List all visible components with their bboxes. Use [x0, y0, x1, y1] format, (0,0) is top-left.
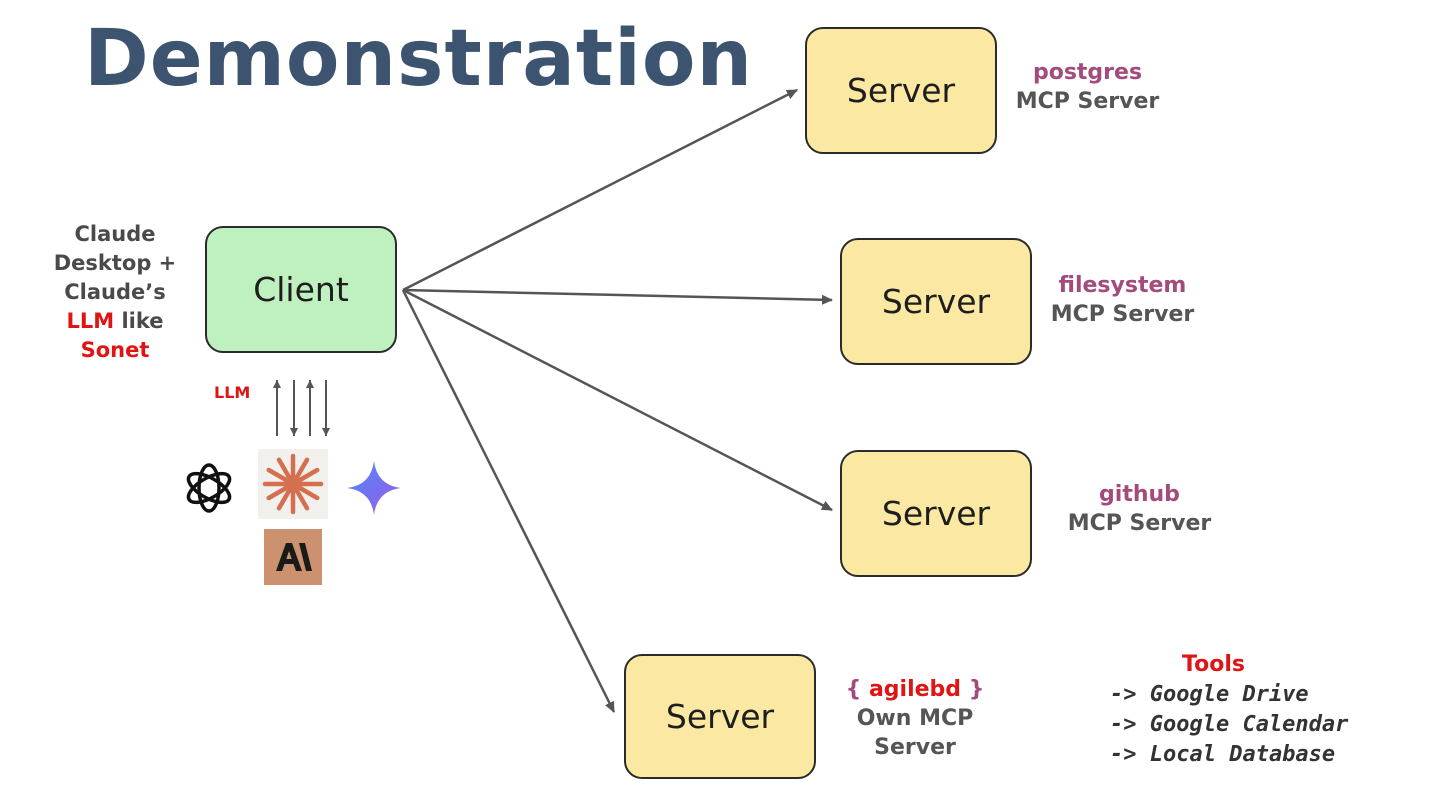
server-name-postgres: postgres	[1032, 60, 1143, 85]
brace-close: }	[961, 677, 985, 702]
brace-open: {	[845, 677, 869, 702]
server-label: Server	[665, 697, 775, 736]
arrow-client-to-agilebd	[401, 289, 616, 713]
anthropic-logo-icon	[276, 543, 312, 571]
postgres-caption: postgres MCP Server	[1005, 58, 1170, 116]
server-type-line2: Server	[874, 735, 956, 760]
server-type: MCP Server	[1015, 89, 1160, 114]
tool-item-google-drive: -> Google Drive	[1110, 682, 1309, 707]
client-desc-like: like	[114, 309, 164, 333]
filesystem-caption: filesystem MCP Server	[1040, 271, 1205, 329]
client-label: Client	[253, 270, 349, 309]
client-desc-line1: Claude	[74, 222, 156, 246]
server-label: Server	[846, 71, 956, 110]
agilebd-name-line: { agilebd }	[840, 675, 990, 704]
server-name-filesystem: filesystem	[1058, 273, 1187, 298]
tool-item-local-database: -> Local Database	[1110, 742, 1336, 767]
anthropic-logo-tile	[264, 529, 322, 585]
client-desc-line5: Sonet	[40, 336, 190, 365]
agilebd-caption: { agilebd } Own MCP Server	[840, 675, 990, 762]
server-box-filesystem: Server	[840, 238, 1032, 365]
server-name-agilebd: agilebd	[868, 677, 962, 702]
client-desc-line2: Desktop +	[53, 251, 177, 275]
llm-tag: LLM	[214, 383, 251, 402]
client-box: Client	[205, 226, 397, 353]
claude-starburst-icon	[262, 453, 324, 515]
claude-starburst-tile	[258, 449, 328, 519]
gemini-sparkle-icon	[347, 461, 401, 515]
server-box-github: Server	[840, 450, 1032, 577]
arrow-client-to-github	[402, 288, 833, 512]
llm-highlight: LLM	[66, 309, 115, 333]
server-box-agilebd: Server	[624, 654, 816, 779]
server-box-postgres: Server	[805, 27, 997, 154]
client-desc-line4: LLM like	[40, 307, 190, 336]
tools-list: Tools -> Google Drive -> Google Calendar…	[1110, 650, 1348, 770]
sonet-highlight: Sonet	[80, 338, 150, 362]
server-type: MCP Server	[1050, 302, 1195, 327]
tools-title: Tools	[1182, 652, 1245, 677]
server-type-line1: Own MCP	[856, 706, 974, 731]
github-caption: github MCP Server	[1057, 480, 1222, 538]
arrow-client-to-postgres	[402, 88, 798, 292]
page-title: Demonstration	[84, 14, 753, 104]
client-desc-line3: Claude’s	[64, 280, 166, 304]
server-label: Server	[881, 494, 991, 533]
server-type: MCP Server	[1067, 511, 1212, 536]
client-description: Claude Desktop + Claude’s LLM like Sonet	[40, 220, 190, 365]
tool-item-google-calendar: -> Google Calendar	[1110, 712, 1349, 737]
openai-logo-icon	[186, 463, 232, 513]
server-name-github: github	[1099, 482, 1180, 507]
server-label: Server	[881, 282, 991, 321]
arrow-client-to-filesystem	[402, 288, 833, 305]
